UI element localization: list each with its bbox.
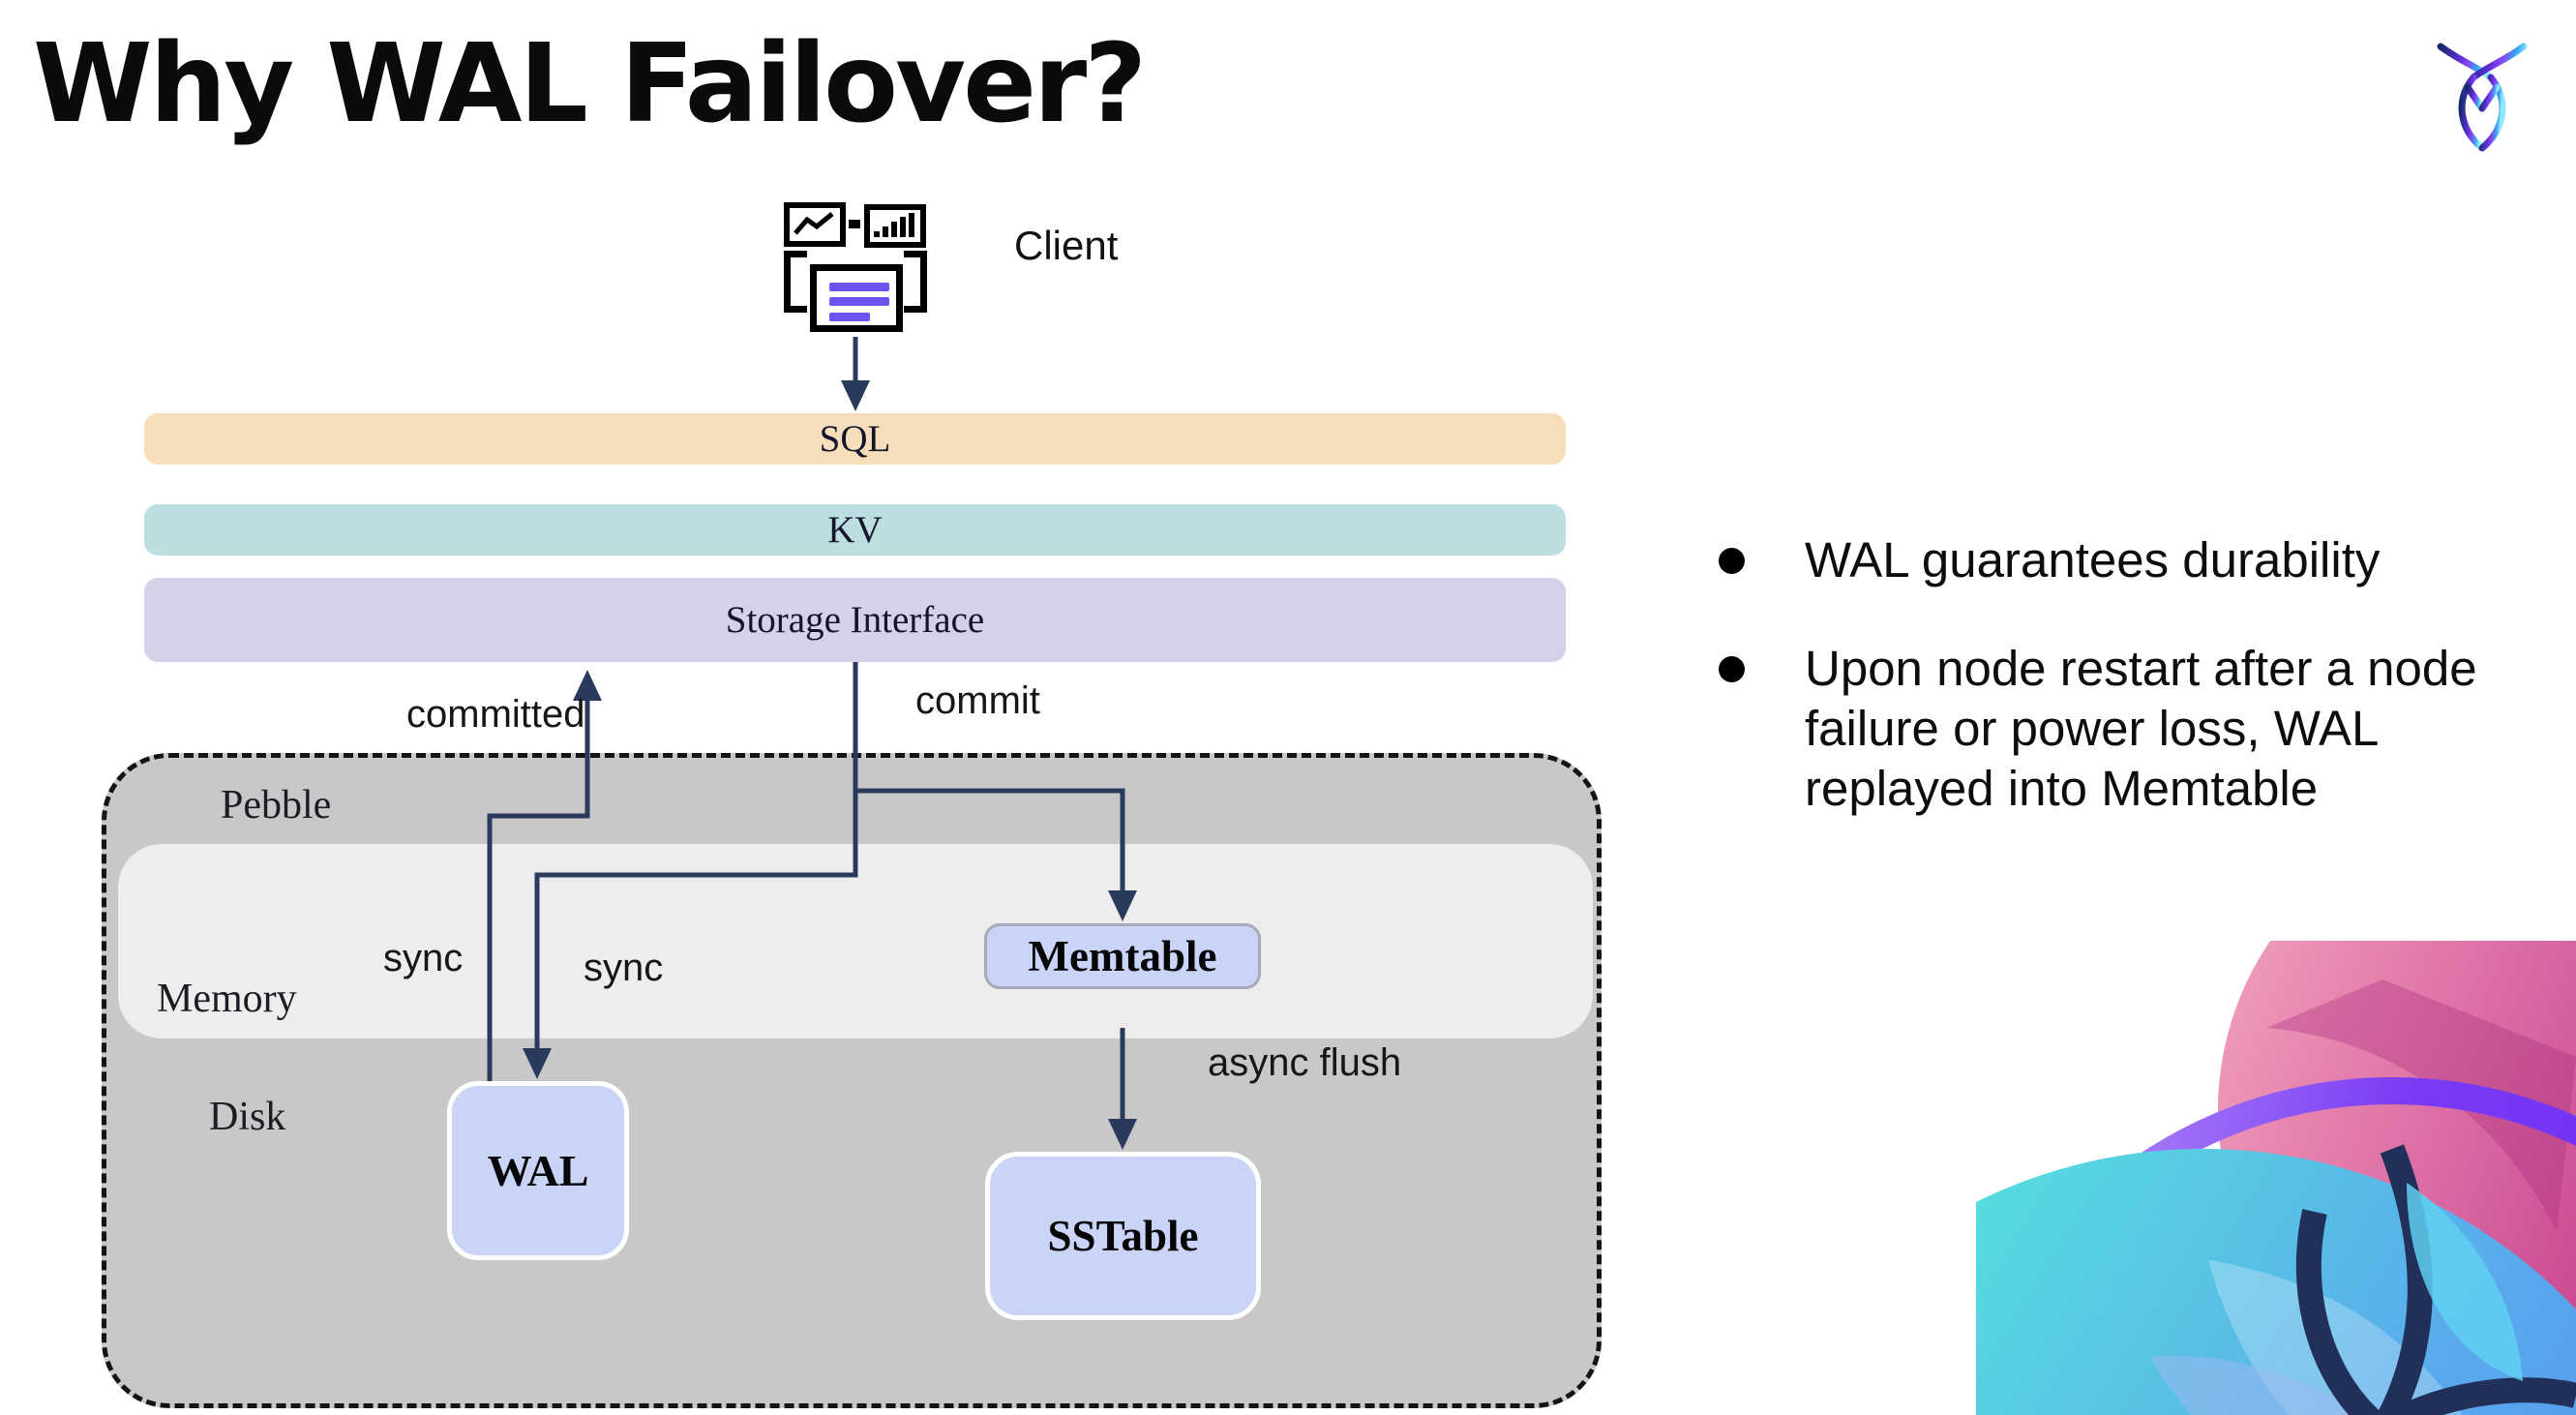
sql-label: SQL bbox=[819, 418, 891, 460]
bullet-list: WAL guarantees durability Upon node rest… bbox=[1701, 530, 2504, 867]
line-chart-icon bbox=[784, 202, 846, 247]
dash-connector bbox=[849, 220, 860, 228]
sstable-label: SSTable bbox=[1047, 1212, 1199, 1260]
memtable-label: Memtable bbox=[1028, 932, 1217, 980]
sstable-node: SSTable bbox=[985, 1152, 1261, 1320]
document-icon bbox=[810, 264, 903, 332]
sync-left-edge-label: sync bbox=[383, 937, 464, 979]
layer-bar-sql: SQL bbox=[144, 413, 1566, 465]
doc-line bbox=[829, 313, 870, 321]
client-label: Client bbox=[1014, 223, 1119, 268]
list-item: Upon node restart after a node failure o… bbox=[1701, 639, 2504, 819]
doc-line bbox=[829, 297, 889, 306]
kv-label: KV bbox=[827, 509, 883, 551]
wal-node: WAL bbox=[447, 1081, 629, 1260]
wal-label: WAL bbox=[487, 1146, 589, 1195]
memory-zone bbox=[118, 844, 1593, 1039]
bullet-text: WAL guarantees durability bbox=[1805, 532, 2381, 587]
doc-line bbox=[829, 283, 889, 291]
storage-interface-label: Storage Interface bbox=[725, 599, 985, 641]
sync-right-edge-label: sync bbox=[584, 947, 664, 989]
bar-chart-icon bbox=[864, 204, 926, 248]
client-terminal-icon bbox=[782, 196, 929, 340]
right-bracket-icon bbox=[904, 251, 927, 313]
page-title: Why WAL Failover? bbox=[33, 21, 1147, 147]
cockroachdb-corner-artwork-icon bbox=[1976, 941, 2576, 1415]
layer-bar-kv: KV bbox=[144, 504, 1566, 556]
disk-label: Disk bbox=[209, 1095, 286, 1139]
list-item: WAL guarantees durability bbox=[1701, 530, 2504, 590]
cockroachdb-logo-icon bbox=[2437, 43, 2528, 152]
memory-label: Memory bbox=[157, 977, 297, 1021]
layer-bar-storage-interface: Storage Interface bbox=[144, 578, 1566, 662]
bullet-dot-icon bbox=[1719, 656, 1745, 682]
commit-edge-label: commit bbox=[915, 679, 1040, 722]
pebble-label: Pebble bbox=[221, 783, 332, 828]
bullet-dot-icon bbox=[1719, 548, 1745, 574]
left-bracket-icon bbox=[784, 251, 807, 313]
memtable-node: Memtable bbox=[984, 923, 1261, 989]
async-flush-edge-label: async flush bbox=[1208, 1041, 1402, 1084]
committed-edge-label: committed bbox=[406, 693, 585, 736]
bullet-text: Upon node restart after a node failure o… bbox=[1805, 641, 2477, 816]
